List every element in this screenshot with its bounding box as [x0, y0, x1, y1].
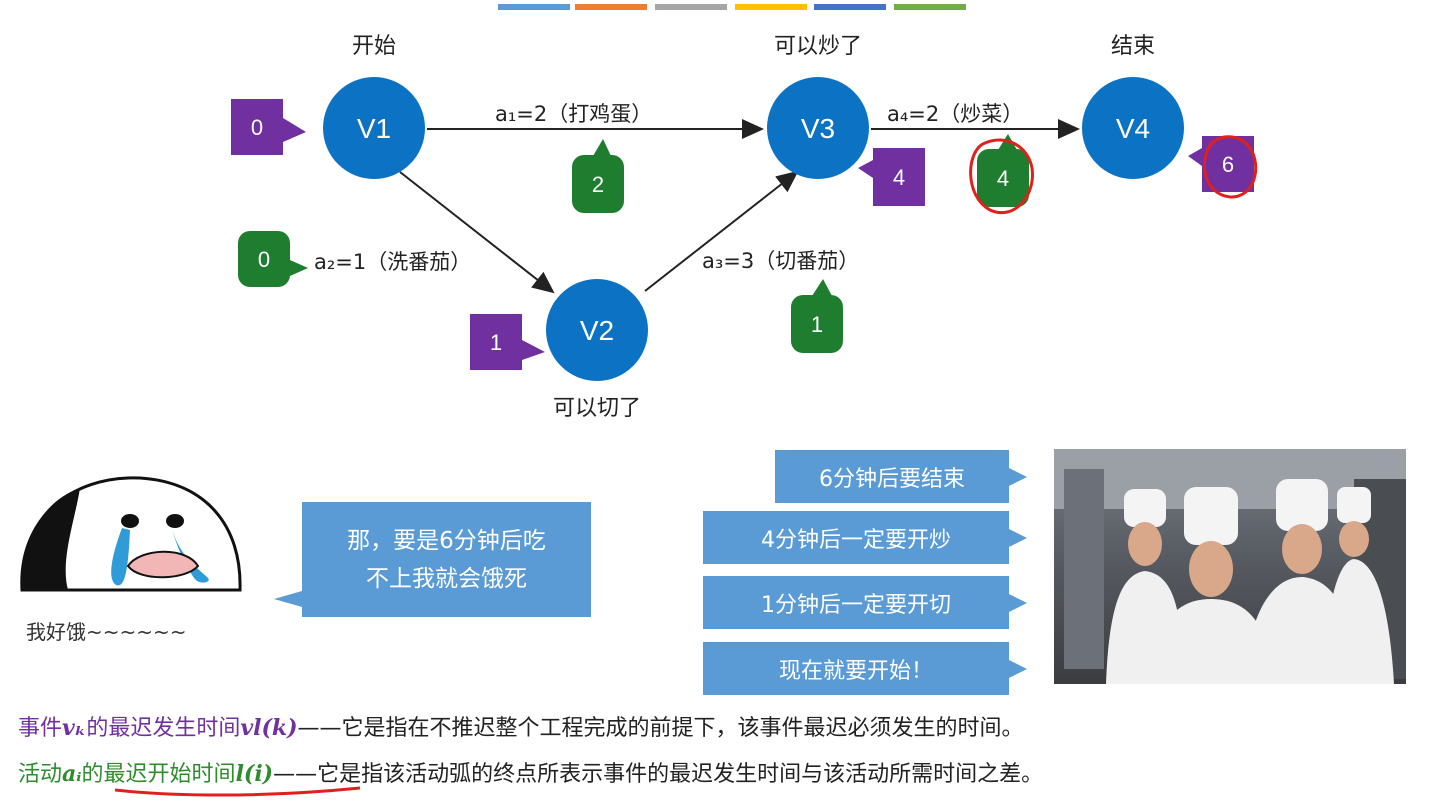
stripe-3: [655, 4, 727, 10]
red-annotation-circle-v4: [1203, 135, 1258, 199]
vl-tag-v4: 6: [1188, 136, 1254, 192]
definition-l-sym2: l(i): [235, 761, 274, 787]
chef-bubble-end: 6分钟后要结束: [775, 450, 1027, 503]
edge-label-a3: a₃=3（切番茄）: [702, 249, 859, 273]
definition-l-term: 活动: [18, 762, 63, 787]
definition-vl-sym2: vl(k): [240, 715, 298, 741]
node-v4: [1082, 77, 1184, 179]
event-label-v3: 可以炒了: [774, 34, 862, 59]
chefs-photo: [1054, 449, 1406, 684]
emoji-caption: 我好饿~~~~~~: [26, 620, 187, 644]
definition-vl-text: ——它是指在不推迟整个工程完成的前提下，该事件最迟必须发生的时间。: [297, 716, 1024, 741]
vl-tag-v3-text: 4: [893, 165, 905, 190]
chefs-illustration: [1054, 449, 1406, 684]
edge-v2-v3: [644, 170, 799, 292]
l-tag-a3: 1: [791, 279, 843, 353]
stripe-4: [735, 4, 807, 10]
aoe-network-diagram: a₁=2（打鸡蛋） a₂=1（洗番茄） a₃=3（切番茄） a₄=2（炒菜） V…: [20, 34, 1258, 592]
definition-l-mid: 的最迟开始时间: [81, 762, 236, 787]
node-v2: [546, 279, 648, 381]
l-tag-a1-text: 2: [592, 172, 604, 197]
vl-tag-v2-text: 1: [490, 330, 502, 355]
vl-tag-v3: 4: [858, 148, 925, 206]
l-tag-a1: 2: [572, 139, 624, 213]
definition-vl: 事件vₖ的最迟发生时间vl(k)——它是指在不推迟整个工程完成的前提下，该事件最…: [18, 710, 1024, 742]
l-tag-a2-text: 0: [258, 247, 270, 272]
crying-emoji: [20, 476, 242, 592]
stripe-1: [498, 4, 570, 10]
red-annotation-circle-a4: [969, 138, 1034, 215]
vl-tag-v4-text: 6: [1222, 152, 1234, 177]
chef-bubble-fry: 4分钟后一定要开炒: [703, 511, 1027, 564]
edge-v1-v2: [399, 171, 555, 294]
node-v3: [767, 77, 869, 179]
chef-bubble-start: 现在就要开始！: [703, 642, 1027, 695]
stripe-5: [814, 4, 886, 10]
definition-vl-mid: 的最迟发生时间: [86, 716, 241, 741]
definition-l: 活动aᵢ的最迟开始时间l(i)——它是指该活动弧的终点所表示事件的最迟发生时间与…: [18, 756, 1043, 788]
event-label-v2: 可以切了: [553, 396, 641, 421]
node-v2-label: V2: [580, 315, 614, 346]
node-v1: [323, 77, 425, 179]
red-underline: [114, 786, 361, 797]
chef-bubble-cut: 1分钟后一定要开切: [703, 576, 1027, 629]
vl-tag-v2: 1: [470, 314, 545, 370]
stripe-6: [894, 4, 966, 10]
hungry-speech-bubble: 那，要是6分钟后吃 不上我就会饿死: [274, 502, 591, 617]
definition-vl-sym1: vₖ: [62, 715, 87, 741]
edge-label-a2: a₂=1（洗番茄）: [314, 250, 471, 274]
node-v4-label: V4: [1116, 113, 1150, 144]
definition-l-text: ——它是指该活动弧的终点所表示事件的最迟发生时间与该活动所需时间之差。: [273, 762, 1044, 787]
l-tag-a3-text: 1: [811, 312, 823, 337]
definition-vl-term: 事件: [18, 716, 63, 741]
event-label-v1: 开始: [352, 34, 396, 59]
edge-label-a4: a₄=2（炒菜）: [887, 102, 1023, 126]
stripe-2: [575, 4, 647, 10]
l-tag-a2: 0: [238, 231, 308, 287]
definition-l-sym1: aᵢ: [62, 761, 82, 787]
vl-tag-v1-text: 0: [251, 115, 263, 140]
event-label-v4: 结束: [1111, 34, 1155, 59]
edge-label-a1: a₁=2（打鸡蛋）: [495, 102, 652, 126]
node-v1-label: V1: [357, 113, 391, 144]
vl-tag-v1: 0: [231, 99, 306, 155]
node-v3-label: V3: [801, 113, 835, 144]
l-tag-a4-text: 4: [997, 166, 1009, 191]
l-tag-a4: 4: [977, 134, 1029, 207]
